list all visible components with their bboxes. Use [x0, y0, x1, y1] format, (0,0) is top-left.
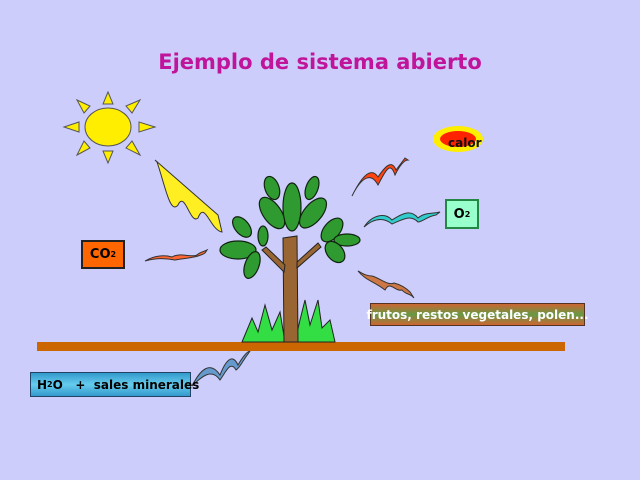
tree-icon — [219, 175, 361, 343]
outputs-box: frutos, restos vegetales, polen... — [367, 303, 589, 326]
leaves — [219, 175, 361, 279]
heat-icon-core — [440, 131, 476, 147]
sunlight-wave — [154, 159, 223, 233]
oxygen-wave — [363, 211, 441, 228]
sun-icon — [62, 90, 157, 165]
inputs-h: H — [37, 377, 48, 392]
inputs-label: O + sales minerales — [52, 377, 200, 392]
heat-label: calor — [448, 136, 482, 150]
oxygen-label: O — [453, 206, 465, 222]
oxygen-subscript: 2 — [464, 209, 471, 219]
grass-icon — [241, 299, 336, 343]
ground-line — [37, 342, 565, 351]
co2-subscript: 2 — [110, 250, 117, 259]
co2-label: CO — [89, 247, 111, 262]
page-title: Ejemplo de sistema abierto — [158, 50, 482, 74]
heat-wave — [351, 157, 410, 197]
inputs-wave — [191, 350, 252, 387]
co2-wave — [144, 248, 209, 262]
outputs-label: frutos, restos vegetales, polen... — [366, 307, 589, 322]
outputs-wave — [357, 270, 415, 299]
inputs-subscript: 2 — [47, 380, 53, 389]
